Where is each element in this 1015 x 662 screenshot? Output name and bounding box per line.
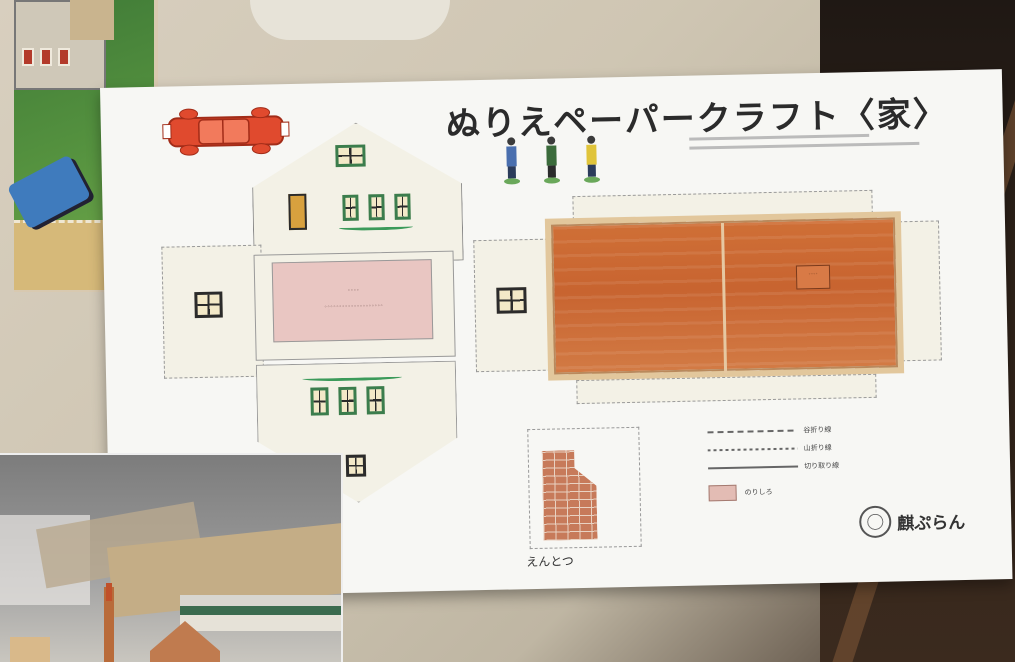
sample-house-window [40,48,52,66]
person-figure-icon [544,136,561,184]
legend-label: 切り取り線 [803,461,840,471]
house-window-icon [342,194,359,221]
legend-label: 谷折り線 [803,425,832,435]
inset-model-wall [10,637,50,662]
house-window-icon [194,291,223,319]
house-door [288,193,308,231]
mountain-fold-line-sample [707,447,798,452]
roof-panel: ◦◦◦◦ [550,217,899,375]
house-window-icon [345,454,367,477]
roof-tab-right [898,220,942,362]
house-window-icon [338,386,357,416]
house-window-icon [335,144,366,168]
roof-tag: ◦◦◦◦ [795,264,831,290]
name-sign-panel: ◦◦◦◦ ◦◦◦◦◦◦◦◦◦◦◦◦◦◦◦◦◦◦◦◦ [271,259,434,343]
roof-fold-line [720,222,728,373]
sample-house-window [58,48,70,66]
house-window-icon [368,194,385,221]
person-figure-icon [584,135,601,183]
inset-photo [0,453,343,662]
sample-house-window [22,48,34,66]
house-window-icon [394,193,411,220]
person-figure-icon [504,137,521,185]
legend-label: のりしろ [744,488,773,497]
chimney-label: えんとつ [526,554,574,570]
cut-line-sample [708,465,799,470]
legend-label: 山折り線 [803,443,832,453]
roof-tab-bottom [576,373,877,405]
glue-area-swatch [708,484,737,502]
legend: 谷折り線 山折り線 切り取り線 のりしろ [707,425,840,502]
car-illustration-icon [162,107,290,156]
house-window-icon [366,386,385,415]
inset-books [180,595,341,631]
white-bowl [250,0,450,40]
valley-fold-line-sample [707,429,798,434]
roof-tab-top [572,189,873,221]
house-window-icon [496,287,527,314]
brand-name: 麒ぷらん [897,512,966,535]
papercraft-sheet: ぬりえペーパークラフト〈家〉 [100,69,1013,598]
sign-title: ◦◦◦◦ [347,287,360,294]
inset-model-tower [104,587,114,662]
house-window-icon [310,387,329,416]
inset-model-spire [106,583,112,601]
brand-logo-icon [858,505,892,539]
sample-house-roof [70,0,114,40]
sign-text: ◦◦◦◦◦◦◦◦◦◦◦◦◦◦◦◦◦◦◦◦ [324,303,384,311]
